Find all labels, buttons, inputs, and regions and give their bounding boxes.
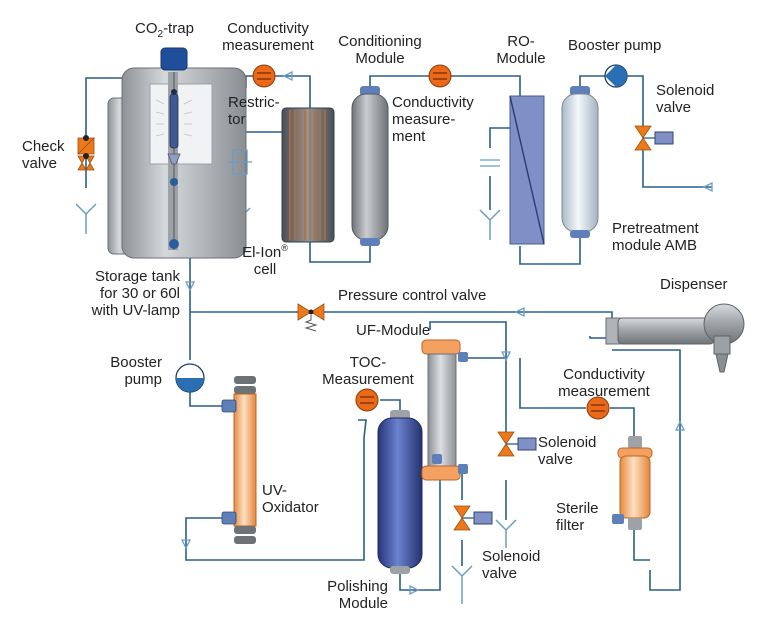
pretreatment-module bbox=[561, 86, 599, 238]
uv-oxidator bbox=[221, 376, 257, 544]
pressure-control-valve-label: Pressure control valve bbox=[338, 287, 487, 304]
polishing-module bbox=[377, 410, 423, 574]
toc-meter bbox=[355, 388, 379, 412]
el-ion-cell bbox=[281, 107, 335, 243]
booster-pump-top bbox=[604, 64, 628, 88]
dispenser-label: Dispenser bbox=[660, 276, 728, 293]
ro-module-label: RO-Module bbox=[496, 33, 546, 67]
solenoid-valve-mid bbox=[497, 431, 537, 457]
uf-module bbox=[421, 339, 468, 481]
uv-oxidator-label: UV-Oxidator bbox=[262, 482, 319, 516]
conductivity-meter-1 bbox=[252, 64, 276, 88]
ro-drain-symbol bbox=[480, 159, 500, 167]
co2-trap-label: CO2-trap bbox=[135, 20, 194, 40]
dispenser bbox=[605, 303, 745, 373]
conductivity-meter-3 bbox=[586, 396, 610, 420]
pressure-control-valve bbox=[297, 303, 325, 332]
conductivity-meter-2 bbox=[428, 64, 452, 88]
booster-pump-bottom bbox=[175, 363, 205, 393]
ro-module bbox=[509, 95, 545, 245]
restrictor-label: Restric-tor bbox=[228, 94, 280, 128]
solenoid-valve-top bbox=[634, 125, 674, 151]
restrictor-symbol bbox=[228, 149, 252, 175]
pipes bbox=[85, 75, 712, 591]
toc-measurement-label: TOC-Measurement bbox=[322, 354, 414, 388]
el-ion-cell-label: El-Ion®cell bbox=[242, 243, 288, 279]
uf-module-label: UF-Module bbox=[356, 322, 431, 339]
sterile-filter bbox=[612, 436, 653, 530]
solenoid-valve-bottom bbox=[453, 505, 493, 531]
conditioning-module bbox=[351, 86, 389, 246]
storage-tank bbox=[107, 47, 247, 259]
booster-pump-top-label: Booster pump bbox=[568, 37, 662, 54]
check-valve bbox=[77, 135, 95, 171]
